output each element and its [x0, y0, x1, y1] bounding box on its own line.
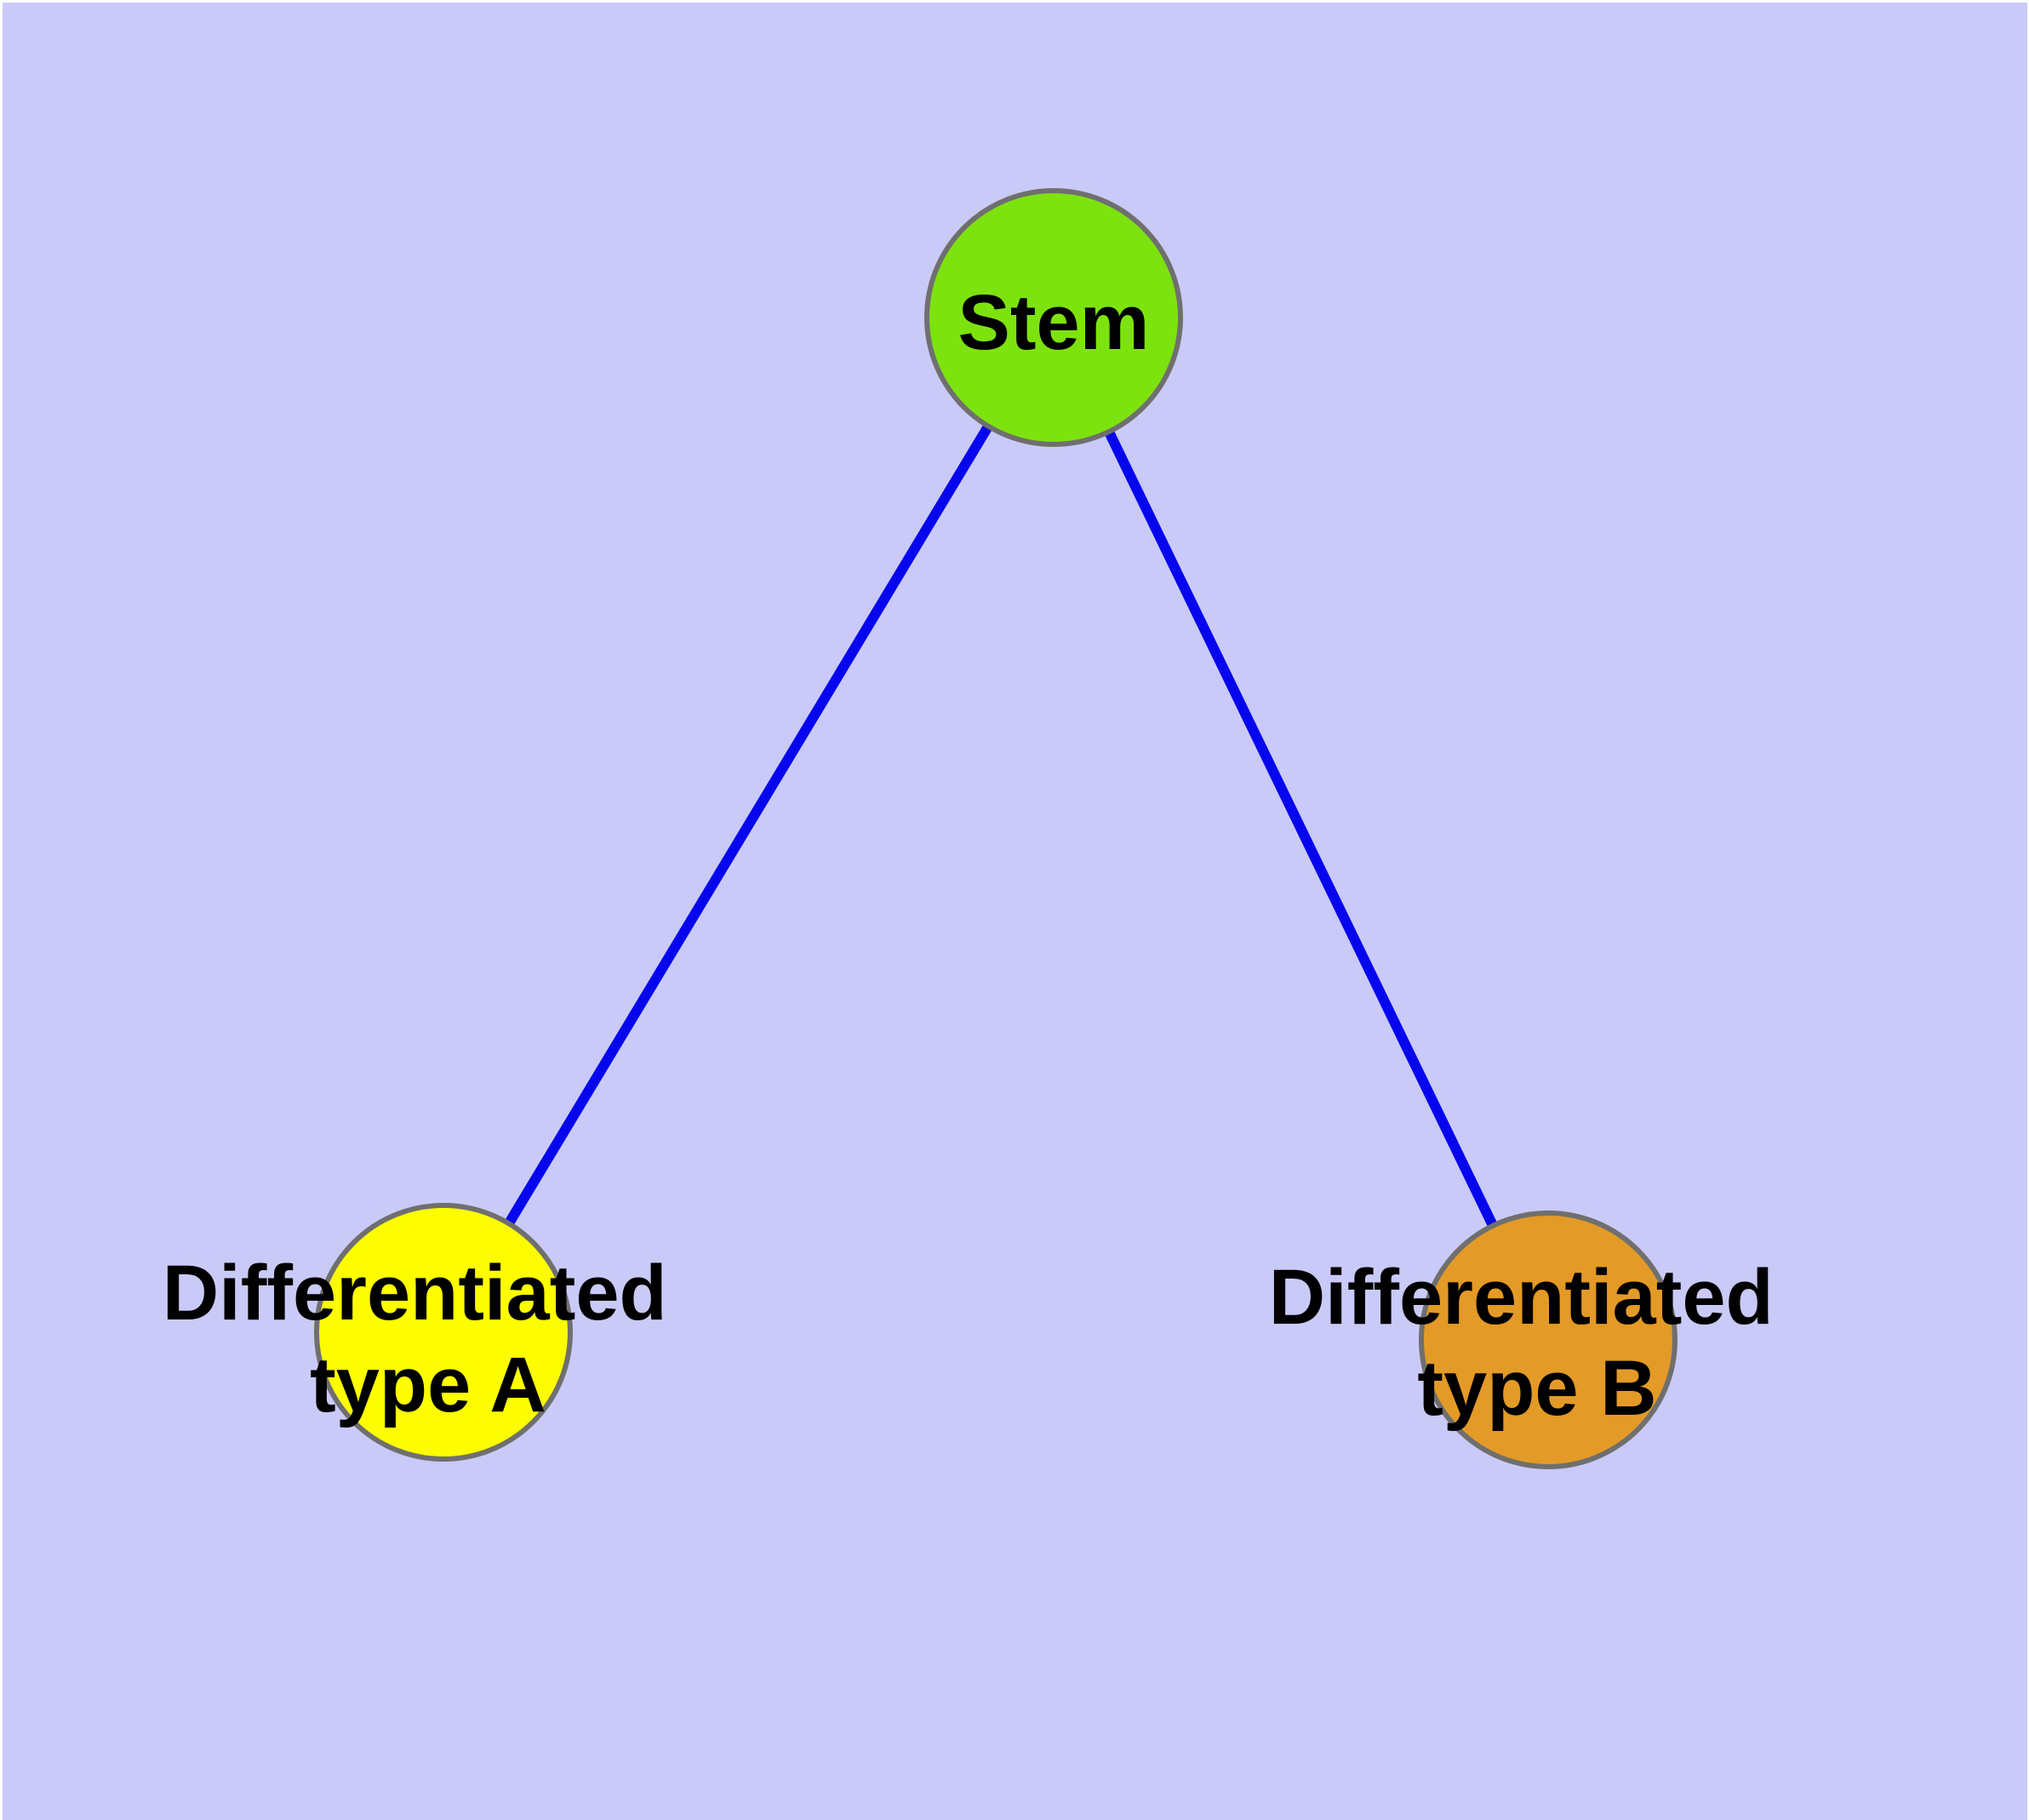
- node-type-a-label-line1: Differentiated: [163, 1250, 667, 1336]
- node-type-b-label: Differentiated type B: [1269, 1254, 1796, 1432]
- node-stem-label: Stem: [958, 279, 1150, 366]
- node-type-b-label-line1: Differentiated: [1269, 1254, 1774, 1341]
- node-differentiated-type-b[interactable]: [1419, 1210, 1677, 1469]
- node-type-b-label-line2: type B: [1417, 1345, 1656, 1432]
- node-stem[interactable]: [924, 188, 1183, 447]
- edge-stem-to-type-a: [438, 314, 1059, 1336]
- edge-stem-to-type-b: [1049, 315, 1553, 1342]
- node-differentiated-type-a[interactable]: [314, 1203, 573, 1462]
- node-type-a-label-line2: type A: [310, 1342, 546, 1428]
- node-type-a-label: Differentiated type A: [163, 1250, 689, 1428]
